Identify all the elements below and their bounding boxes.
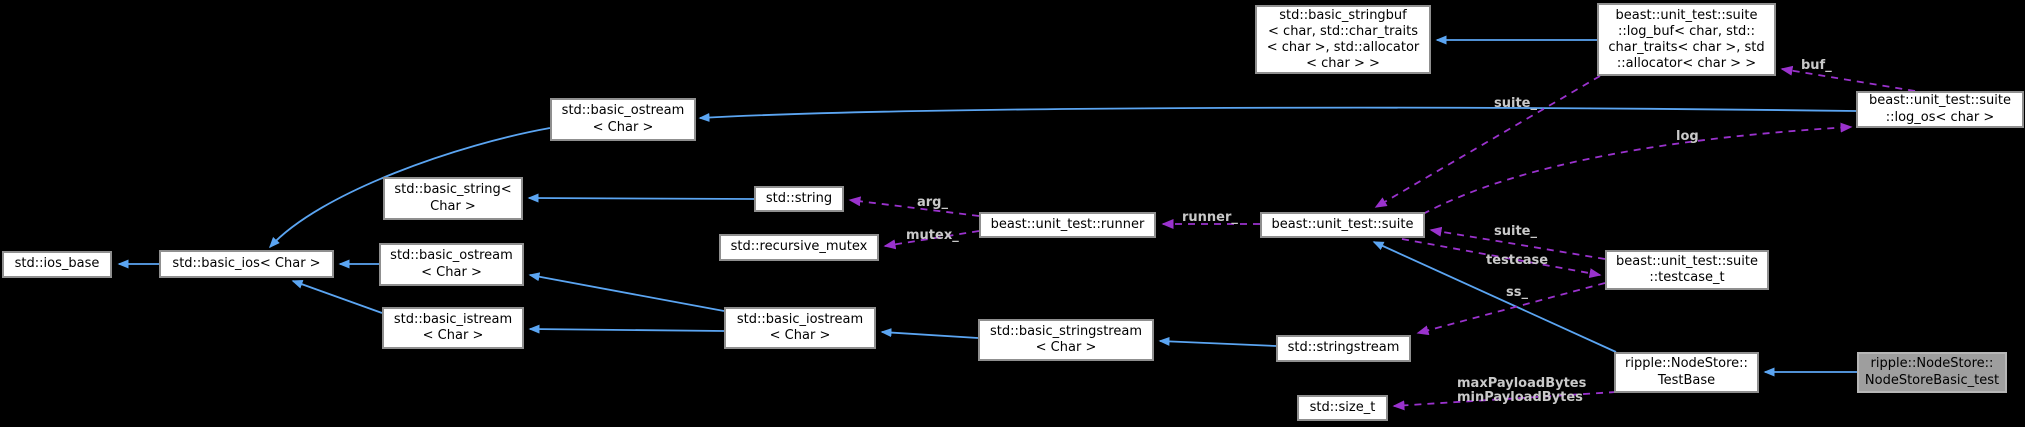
node-std-recursive-mutex[interactable]: std::recursive_mutex (719, 234, 879, 261)
edge-runner-mutex (883, 230, 980, 250)
edge-suite-testcase (1401, 238, 1602, 279)
node-std-basic-ostream-mid[interactable]: std::basic_ostream < Char > (379, 243, 524, 286)
edge-testbase-sizet (1392, 391, 1617, 411)
edge-logbuf-suite (1374, 75, 1601, 208)
node-std-basic-ostream-top[interactable]: std::basic_ostream < Char > (550, 98, 696, 141)
node-nodestore-basic-test[interactable]: ripple::NodeStore:: NodeStoreBasic_test (1857, 352, 2007, 393)
node-log-os[interactable]: beast::unit_test::suite ::log_os< char > (1856, 91, 2024, 128)
edge-string-to-basic-string (527, 193, 755, 203)
node-std-basic-stringbuf[interactable]: std::basic_stringbuf < char, std::char_t… (1255, 5, 1431, 74)
node-std-basic-string[interactable]: std::basic_string< Char > (383, 177, 523, 220)
node-std-stringstream[interactable]: std::stringstream (1276, 335, 1411, 362)
edge-basic-iostream-to-basic-ostream (528, 272, 725, 312)
node-std-basic-ios[interactable]: std::basic_ios< Char > (159, 250, 334, 278)
edge-stringstream-to-basic-stringstream (1158, 336, 1277, 347)
edge-logos-buf (1780, 65, 1916, 92)
edge-basic-stringstream-to-basic-iostream (880, 328, 979, 339)
node-std-size-t[interactable]: std::size_t (1297, 395, 1388, 421)
edge-basic-iostream-to-basic-istream (528, 324, 725, 334)
node-suite[interactable]: beast::unit_test::suite (1260, 212, 1425, 238)
edge-log-os-to-basic-ostream-top (698, 106, 1857, 122)
node-testbase[interactable]: ripple::NodeStore:: TestBase (1614, 352, 1759, 393)
edge-testcase-ss (1416, 282, 1606, 336)
edge-basic-ostream-top-to-basic-ios (268, 127, 551, 249)
edge-suite-log (1422, 122, 1853, 215)
node-testcase-t[interactable]: beast::unit_test::suite ::testcase_t (1605, 250, 1769, 290)
node-log-buf[interactable]: beast::unit_test::suite ::log_buf< char,… (1597, 3, 1776, 76)
node-std-string[interactable]: std::string (754, 186, 844, 212)
edge-runner-arg (848, 196, 980, 217)
node-runner[interactable]: beast::unit_test::runner (979, 212, 1156, 238)
edge-testbase-to-suite (1372, 241, 1617, 353)
node-std-basic-iostream[interactable]: std::basic_iostream < Char > (724, 307, 876, 349)
edge-basic-istream-to-basic-ios (291, 279, 383, 314)
node-std-ios-base[interactable]: std::ios_base (2, 251, 112, 278)
node-std-basic-stringstream[interactable]: std::basic_stringstream < Char > (978, 319, 1154, 361)
edge-testcase-suite (1429, 226, 1606, 260)
node-std-basic-istream[interactable]: std::basic_istream < Char > (382, 307, 524, 349)
